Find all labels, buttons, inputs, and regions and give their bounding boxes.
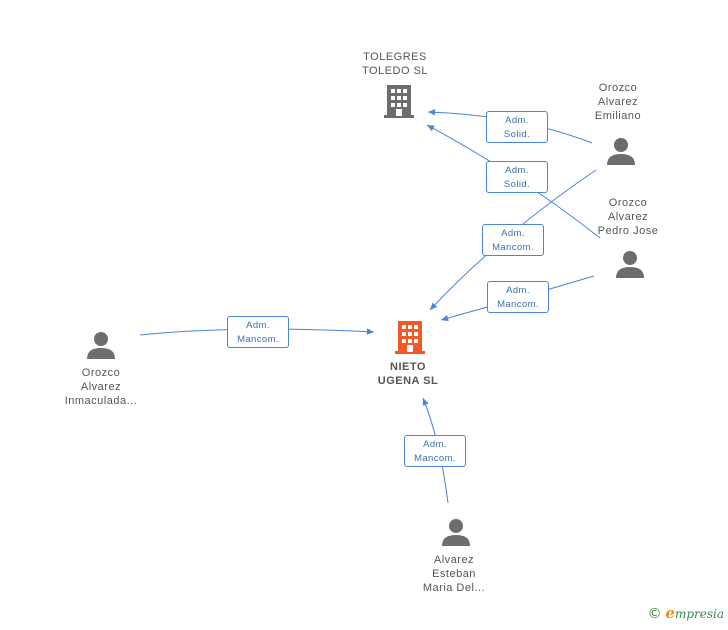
label-line: TOLEGRES	[363, 51, 427, 63]
person-icon[interactable]	[606, 136, 636, 166]
copyright-icon: ©	[647, 606, 662, 622]
edge-label-emiliano-nieto[interactable]: Adm. Mancom.	[482, 224, 544, 256]
edge-label-esteban-nieto[interactable]: Adm. Mancom.	[404, 435, 466, 467]
label-line: Orozco	[608, 197, 648, 209]
edge-label-line: Mancom.	[492, 242, 534, 253]
edge-label-line: Mancom.	[497, 299, 539, 310]
edge-label-line: Adm.	[501, 228, 525, 239]
label-line: Orozco	[81, 367, 121, 379]
brand-footer[interactable]: © empresia	[648, 604, 724, 622]
label-line: UGENA SL	[377, 375, 439, 387]
building-icon-main[interactable]	[395, 320, 425, 355]
building-icon[interactable]	[384, 84, 414, 119]
person-icon[interactable]	[615, 249, 645, 279]
edge-label-emiliano-tolegres[interactable]: Adm. Solid.	[486, 111, 548, 143]
person-label-inmaculada: Orozco Alvarez Inmaculada...	[46, 366, 156, 408]
person-icon[interactable]	[86, 330, 116, 360]
edge-label-pedro-nieto[interactable]: Adm. Mancom.	[487, 281, 549, 313]
person-label-emiliano: Orozco Alvarez Emiliano	[568, 81, 668, 123]
edge-label-line: Adm.	[246, 320, 270, 331]
company-label-tolegres: TOLEGRES TOLEDO SL	[345, 50, 445, 78]
person-label-pedro: Orozco Alvarez Pedro Jose	[578, 196, 678, 238]
edge-label-pedro-tolegres[interactable]: Adm. Solid.	[486, 161, 548, 193]
label-line: Pedro Jose	[597, 225, 659, 237]
label-line: TOLEDO SL	[361, 65, 429, 77]
label-line: Alvarez	[597, 96, 639, 108]
label-line: Alvarez	[607, 211, 649, 223]
person-icon[interactable]	[441, 517, 471, 547]
label-line: Alvarez	[433, 554, 475, 566]
person-label-esteban: Alvarez Esteban Maria Del...	[404, 553, 504, 595]
edge-label-line: Adm.	[505, 115, 529, 126]
company-label-nieto: NIETO UGENA SL	[358, 360, 458, 388]
edge-label-line: Mancom.	[414, 453, 456, 464]
edge-label-line: Adm.	[423, 439, 447, 450]
edge-label-line: Adm.	[506, 285, 530, 296]
edge-label-line: Solid.	[503, 129, 531, 140]
label-line: Maria Del...	[422, 582, 486, 594]
label-line: Orozco	[598, 82, 638, 94]
edge-label-line: Adm.	[505, 165, 529, 176]
label-line: NIETO	[390, 361, 426, 373]
label-line: Alvarez	[80, 381, 122, 393]
edge-label-line: Solid.	[503, 179, 531, 190]
edge-label-inmaculada-nieto[interactable]: Adm. Mancom.	[227, 316, 289, 348]
edge-label-line: Mancom.	[237, 334, 279, 345]
label-line: Esteban	[432, 568, 476, 580]
label-line: Emiliano	[594, 110, 642, 122]
brand-initial: e	[665, 604, 675, 622]
brand-name: mpresia	[674, 607, 724, 621]
label-line: Inmaculada...	[64, 395, 138, 407]
